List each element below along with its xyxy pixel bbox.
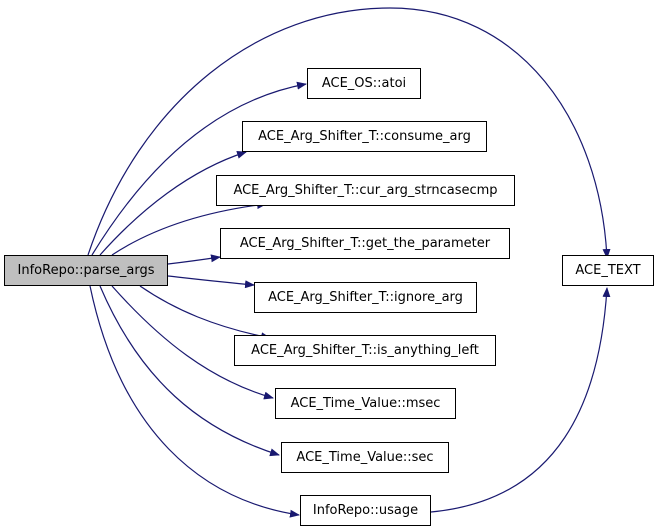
node-ace-arg-shifter-is-anything-left[interactable]: ACE_Arg_Shifter_T::is_anything_left	[234, 335, 496, 366]
edge-parse-args-to-is-anything-left	[139, 285, 271, 341]
edge-parse-args-to-get-the-parameter	[167, 254, 221, 265]
edge-parse-args-to-atoi	[91, 81, 307, 256]
edge-parse-args-to-msec	[111, 285, 274, 400]
edge-parse-args-to-sec	[99, 285, 280, 457]
node-ace-time-value-msec[interactable]: ACE_Time_Value::msec	[275, 388, 456, 419]
edge-parse-args-to-ace-text	[87, 7, 611, 259]
node-infrepo-usage[interactable]: InfoRepo::usage	[300, 495, 431, 526]
node-ace-arg-shifter-ignore-arg[interactable]: ACE_Arg_Shifter_T::ignore_arg	[254, 282, 477, 313]
node-ace-arg-shifter-cur-arg-strncasecmp[interactable]: ACE_Arg_Shifter_T::cur_arg_strncasecmp	[216, 175, 515, 206]
edge-parse-args-to-ignore-arg	[167, 275, 255, 289]
edge-parse-args-to-consume-arg	[99, 150, 247, 256]
edge-parse-args-to-cur-arg-strncasecmp	[111, 201, 267, 256]
node-ace-arg-shifter-get-the-parameter[interactable]: ACE_Arg_Shifter_T::get_the_parameter	[220, 228, 510, 259]
node-ace-os-atoi[interactable]: ACE_OS::atoi	[307, 68, 421, 99]
node-ace-text[interactable]: ACE_TEXT	[562, 255, 654, 286]
node-infrepo-parse-args: InfoRepo::parse_args	[4, 255, 168, 286]
node-ace-arg-shifter-consume-arg[interactable]: ACE_Arg_Shifter_T::consume_arg	[242, 121, 487, 152]
edge-parse-args-to-usage	[89, 285, 300, 518]
edge-usage-to-ace-text	[430, 287, 611, 513]
node-ace-time-value-sec[interactable]: ACE_Time_Value::sec	[281, 442, 449, 473]
